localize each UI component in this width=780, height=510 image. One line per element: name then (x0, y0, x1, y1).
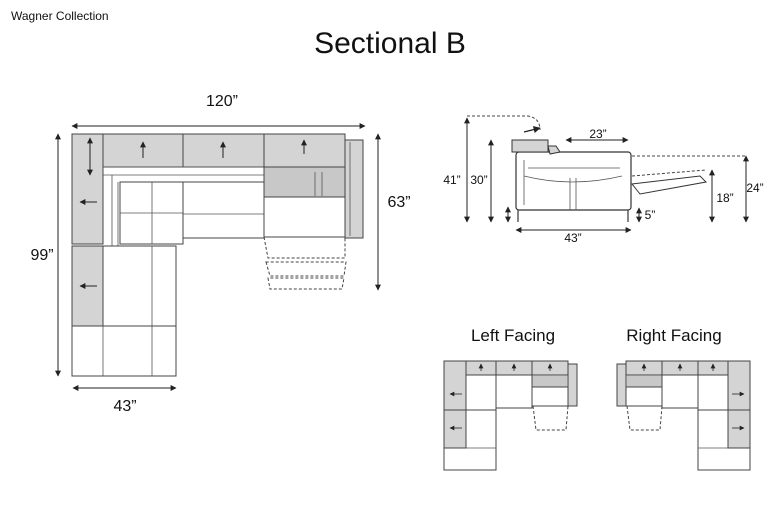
brand-name: Wagner Collection (11, 9, 109, 23)
leg-height-label: 5” (645, 208, 656, 222)
width-label: 120” (206, 93, 238, 110)
left-facing-label: Left Facing (471, 326, 555, 345)
depth-label: 63” (387, 194, 410, 211)
back-cushion (71, 133, 104, 245)
height-label: 99” (30, 247, 53, 264)
seat-height-label: 18” (716, 191, 733, 205)
overall-height-label: 41” (443, 173, 460, 187)
orientation-arrows (79, 137, 307, 289)
right-facing-label: Right Facing (626, 326, 721, 345)
sofa-profile (515, 151, 632, 211)
right-facing-diagram (616, 360, 751, 471)
middle-seat (182, 181, 265, 239)
page-title: Sectional B (314, 27, 466, 60)
recliner-extension (263, 236, 347, 290)
footrest (631, 175, 708, 195)
recliner-seat (263, 196, 346, 238)
side-view: 41” 30” 24” 23” 18” 5” 43” (443, 115, 764, 245)
chaise-end (71, 325, 177, 377)
headrest (511, 139, 549, 153)
left-facing-diagram (443, 360, 578, 471)
footrest-height-label: 24” (746, 181, 763, 195)
headrest-extension-label: 23” (589, 127, 606, 141)
right-arm (344, 139, 364, 239)
main-plan: 120” 99” 63” 43” (30, 93, 410, 415)
seat-back-height-label: 30” (470, 173, 487, 187)
seat-depth-label: 43” (113, 398, 136, 415)
left-seat (102, 245, 177, 327)
depth-label: 43” (564, 231, 581, 245)
